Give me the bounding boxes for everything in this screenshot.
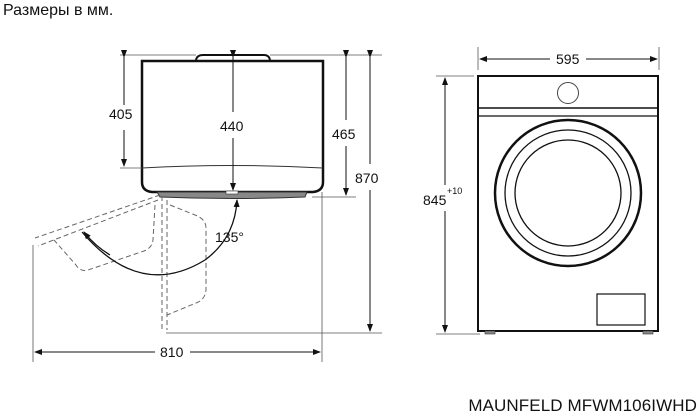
units-caption: Размеры в мм. xyxy=(3,2,114,19)
model-name: MAUNFELD MFWM106IWHD xyxy=(468,396,697,415)
dim-440: 440 xyxy=(220,118,244,134)
side-view: 405 440 465 870 135° 810 xyxy=(32,50,382,362)
dim-465: 465 xyxy=(332,126,356,142)
dim-405: 405 xyxy=(109,106,133,122)
front-view: 595 845 +10 xyxy=(423,47,660,335)
dim-845: 845 xyxy=(423,192,447,208)
dim-595: 595 xyxy=(556,51,580,67)
dim-870: 870 xyxy=(355,170,379,186)
dim-845-tolerance: +10 xyxy=(447,186,462,196)
dim-810: 810 xyxy=(160,344,184,360)
dim-135-angle: 135° xyxy=(215,229,244,245)
